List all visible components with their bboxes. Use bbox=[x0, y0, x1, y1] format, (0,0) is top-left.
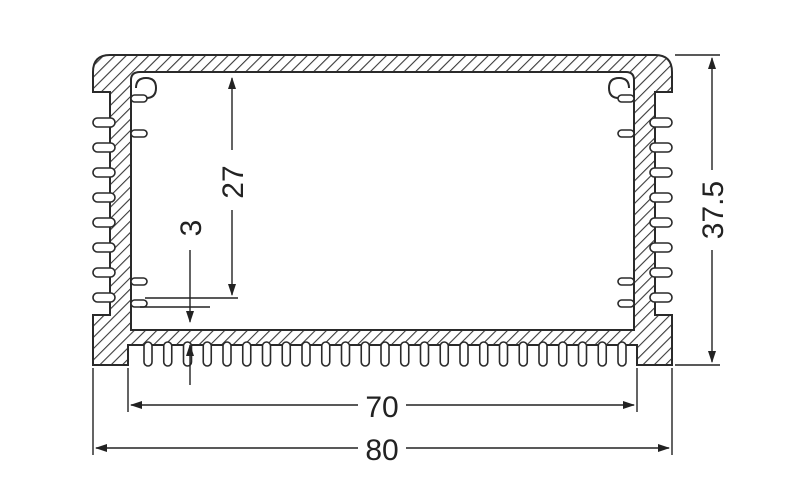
left-side-fin bbox=[92, 267, 116, 278]
cooling-fins bbox=[92, 117, 673, 367]
bottom-fin bbox=[380, 341, 390, 367]
inner-width-label: 70 bbox=[365, 391, 398, 424]
left-side-fin bbox=[92, 242, 116, 253]
left-side-fin bbox=[92, 217, 116, 228]
height-label-bg bbox=[696, 170, 728, 250]
inner-side-grooves bbox=[130, 94, 635, 308]
bottom-fin bbox=[577, 341, 588, 367]
inner-width-label-bg bbox=[358, 389, 406, 421]
bottom-fin bbox=[439, 341, 450, 367]
left-side-fin bbox=[92, 167, 116, 178]
profile-section-hatched bbox=[92, 54, 673, 366]
bottom-fin bbox=[360, 341, 371, 367]
bottom-fin bbox=[419, 341, 430, 367]
inner-groove-left bbox=[130, 299, 148, 308]
inner-groove-left bbox=[130, 277, 148, 286]
dimension-annotations bbox=[92, 54, 720, 455]
bottom-fin bbox=[320, 341, 331, 367]
bottom-fin bbox=[557, 341, 568, 367]
right-side-fin bbox=[649, 217, 673, 228]
right-side-fin bbox=[649, 242, 673, 253]
right-side-fin bbox=[649, 167, 673, 178]
outer-width-label: 80 bbox=[365, 434, 398, 467]
height-label: 37.5 bbox=[697, 181, 730, 239]
screw-slot-right bbox=[607, 76, 630, 99]
bottom-fin bbox=[143, 341, 153, 367]
bottom-fin bbox=[498, 341, 509, 367]
bottom-fin bbox=[222, 341, 232, 367]
right-side-fin bbox=[649, 292, 673, 303]
bottom-fin bbox=[202, 341, 213, 367]
bottom-fin bbox=[597, 341, 608, 367]
bottom-fin bbox=[241, 341, 252, 367]
inner-groove-left bbox=[130, 94, 148, 103]
inner-groove-right bbox=[617, 277, 635, 286]
inner-groove-right bbox=[617, 299, 635, 308]
bottom-fin bbox=[478, 341, 489, 367]
inner-height-label-bg bbox=[216, 150, 248, 210]
bottom-fin bbox=[538, 341, 548, 367]
bottom-fin bbox=[340, 341, 351, 367]
outer-width-label-bg bbox=[358, 432, 406, 464]
bottom-fin bbox=[162, 341, 173, 367]
bottom-fin bbox=[281, 341, 292, 367]
left-side-fin bbox=[92, 117, 116, 128]
screw-slot-left bbox=[135, 76, 158, 99]
bottom-fin bbox=[459, 341, 469, 367]
bottom-fin bbox=[261, 341, 272, 367]
left-side-fin bbox=[92, 292, 116, 303]
bottom-fin bbox=[617, 341, 627, 367]
right-side-fin bbox=[649, 142, 673, 153]
bottom-fin bbox=[399, 341, 410, 367]
extrusion-profile bbox=[92, 54, 673, 367]
inner-groove-left bbox=[130, 129, 148, 138]
inner-groove-right bbox=[617, 94, 635, 103]
right-side-fin bbox=[649, 192, 673, 203]
left-side-fin bbox=[92, 142, 116, 153]
inner-height-label: 27 bbox=[217, 165, 250, 198]
bottom-fin bbox=[301, 341, 311, 367]
left-side-fin bbox=[92, 192, 116, 203]
right-side-fin bbox=[649, 117, 673, 128]
bottom-fin bbox=[518, 341, 529, 367]
inner-groove-right bbox=[617, 129, 635, 138]
right-side-fin bbox=[649, 267, 673, 278]
wall-label: 3 bbox=[175, 220, 208, 237]
